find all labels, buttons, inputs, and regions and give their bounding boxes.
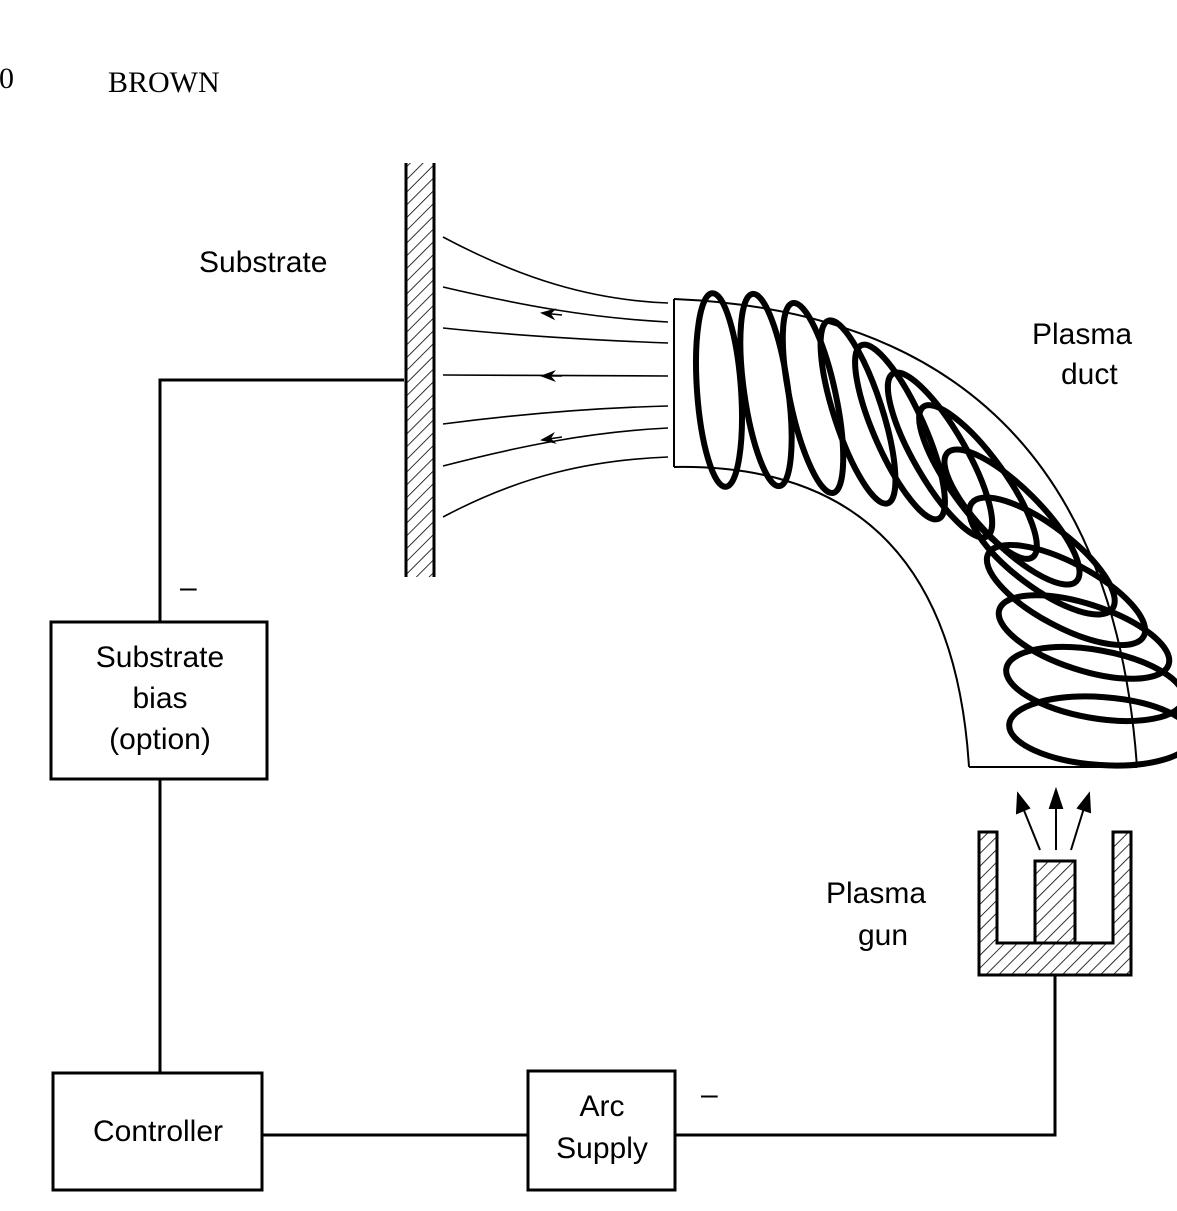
substrate-bias-box: Substrate bias (option) [49,620,269,781]
substrate-plate [404,163,436,577]
running-title: BROWN [108,66,220,99]
arc-supply-box: Arc Supply [526,1069,677,1192]
coil-winding [966,494,1118,618]
substrate-label: Substrate [199,246,327,279]
coil-winding [1003,644,1177,724]
controller-label: Controller [93,1115,223,1148]
cathode-target [1033,859,1077,945]
coil-winding [779,299,847,497]
plasma-gun [977,830,1133,977]
coil-winding [1006,693,1177,769]
plasma-gun-label-line1: Plasma [826,877,926,910]
substrate-bias-line3: (option) [109,723,211,756]
plasma-gun-label-line2: gun [858,919,908,952]
coil-winding [817,317,899,507]
arc-polarity-sign: – [701,1078,718,1111]
wire-arc-supply-to-gun [675,975,1057,1137]
plasma-duct-label-line1: Plasma [1032,318,1132,351]
plasma-emission-arrows [1015,786,1092,851]
circuit-wiring [158,378,1057,1137]
field-lines [442,236,669,518]
bias-polarity-sign: – [180,571,197,604]
solenoid-coil [693,290,1177,769]
page-number: 50 [0,62,14,95]
controller-box: Controller [51,1071,264,1192]
arc-supply-line1: Arc [580,1090,625,1123]
coil-winding [983,541,1149,649]
coil-winding [995,592,1173,682]
field-arrows [540,308,563,444]
substrate-bias-line2: bias [132,682,187,715]
wire-substrate-to-bias [158,378,404,622]
arc-supply-line2: Supply [556,1132,648,1165]
coil-winding [852,341,948,523]
plasma-duct-label-line2: duct [1061,358,1118,391]
coil-winding [941,446,1083,588]
substrate-bias-line1: Substrate [96,641,224,674]
